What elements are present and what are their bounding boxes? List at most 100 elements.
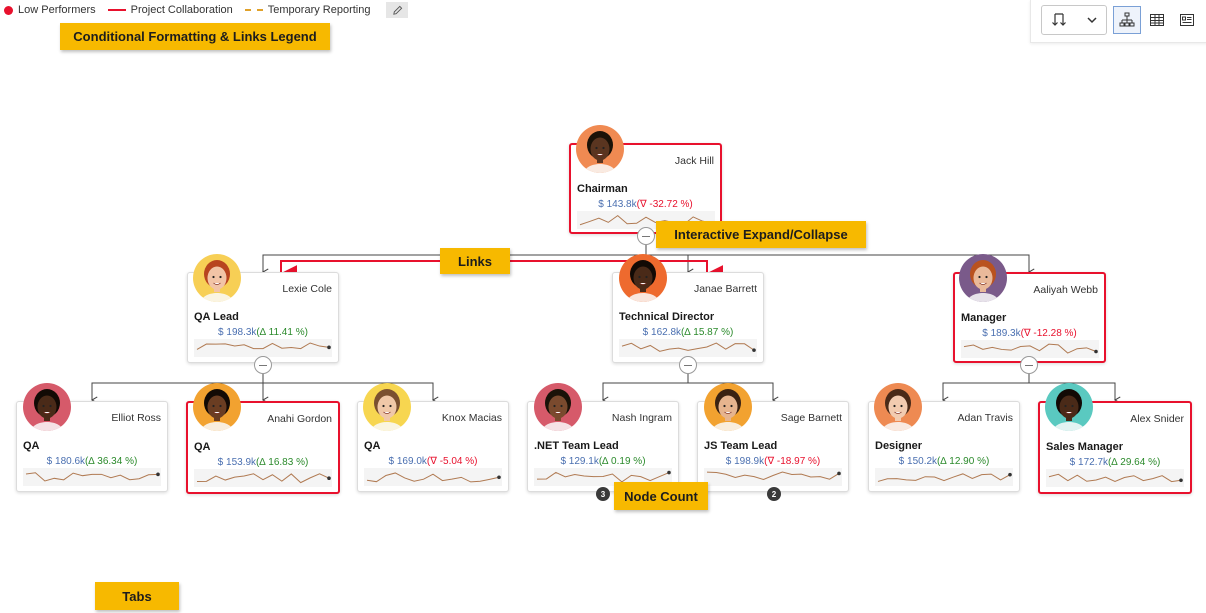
node-count-badge[interactable]: 3	[596, 487, 610, 501]
sparkline	[704, 468, 842, 486]
node-name: Nash Ingram	[611, 412, 672, 424]
sparkline-endpoint	[327, 476, 331, 480]
metric-delta: (∇ -5.04 %)	[426, 456, 478, 467]
metric-delta: (∇ -32.72 %)	[636, 199, 693, 210]
metric-delta: (∆ 29.64 %)	[1108, 457, 1161, 468]
sparkline	[1046, 469, 1184, 487]
callout-expand-collapse: Interactive Expand/Collapse	[656, 221, 866, 248]
legend-temporary-reporting: Temporary Reporting	[244, 4, 371, 16]
callout-node-count: Node Count	[614, 482, 708, 510]
sparkline	[875, 468, 1013, 486]
solid-line-icon	[107, 9, 126, 11]
node-name: Sage Barnett	[780, 412, 842, 424]
sparkline-endpoint	[837, 471, 841, 476]
table-icon	[1150, 14, 1164, 26]
pencil-icon	[393, 5, 403, 15]
sparkline-endpoint	[156, 472, 160, 477]
sparkline	[364, 468, 502, 486]
node-role: Manager	[961, 312, 1007, 324]
person-icon	[201, 389, 233, 431]
sparkline-path	[25, 472, 159, 482]
legend-label: Low Performers	[18, 4, 96, 16]
collapse-toggle-janae-barrett[interactable]	[679, 356, 697, 374]
node-name: Lexie Cole	[282, 283, 332, 295]
collapse-toggle-aaliyah-webb[interactable]	[1020, 356, 1038, 374]
node-metric: $ 180.6k(∆ 36.34 %)	[17, 456, 167, 467]
node-name: Elliot Ross	[111, 412, 161, 424]
sparkline-path	[366, 472, 500, 483]
card-view-icon	[1180, 14, 1194, 26]
person-icon	[882, 389, 914, 431]
red-dot-icon	[4, 5, 13, 15]
sparkline-path	[706, 471, 840, 481]
metric-value: $ 150.2k	[898, 456, 938, 467]
metric-delta: (∆ 11.41 %)	[256, 327, 308, 338]
sparkline-path	[877, 473, 1011, 482]
edit-legend-button[interactable]	[386, 2, 409, 18]
person-icon	[584, 131, 616, 173]
person-icon	[967, 260, 999, 302]
sparkline-endpoint	[667, 470, 671, 475]
node-role: Sales Manager	[1046, 441, 1124, 453]
sparkline	[619, 339, 757, 357]
node-metric: $ 189.3k(∇ -12.28 %)	[955, 328, 1104, 339]
avatar	[1045, 383, 1093, 431]
callout-tabs: Tabs	[95, 582, 179, 610]
node-role: Technical Director	[619, 311, 715, 323]
metric-delta: (∇ -18.97 %)	[764, 456, 821, 467]
dashed-line-icon	[244, 9, 263, 11]
legend: Low Performers Project Collaboration Tem…	[4, 2, 409, 18]
node-count-badge[interactable]: 2	[767, 487, 781, 501]
metric-delta: (∇ -12.28 %)	[1020, 328, 1077, 339]
callout-legend: Conditional Formatting & Links Legend	[60, 23, 330, 50]
node-metric: $ 172.7k(∆ 29.64 %)	[1040, 457, 1190, 468]
node-card-adan-travis[interactable]: Adan Travis Designer $ 150.2k(∆ 12.90 %)	[868, 401, 1020, 492]
node-card-aaliyah-webb[interactable]: Aaliyah Webb Manager $ 189.3k(∇ -12.28 %…	[953, 272, 1106, 363]
node-name: Alex Snider	[1130, 413, 1184, 425]
node-metric: $ 198.3k(∆ 11.41 %)	[188, 327, 338, 338]
node-metric: $ 162.8k(∆ 15.87 %)	[613, 327, 763, 338]
node-card-alex-snider[interactable]: Alex Snider Sales Manager $ 172.7k(∆ 29.…	[1038, 401, 1192, 494]
node-role: QA	[364, 440, 381, 452]
collapse-toggle-jack-hill[interactable]	[637, 227, 655, 245]
metric-value: $ 180.6k	[46, 456, 86, 467]
collapse-toggle-lexie-cole[interactable]	[254, 356, 272, 374]
sparkline-path	[196, 473, 330, 484]
avatar	[704, 383, 752, 431]
person-icon	[1053, 389, 1085, 431]
metric-delta: (∆ 12.90 %)	[937, 456, 990, 467]
metric-value: $ 172.7k	[1069, 457, 1109, 468]
node-role: .NET Team Lead	[534, 440, 619, 452]
legend-label: Temporary Reporting	[267, 4, 371, 16]
metric-delta: (∆ 36.34 %)	[85, 456, 138, 467]
avatar	[363, 383, 411, 431]
metric-value: $ 162.8k	[642, 327, 682, 338]
metric-delta: (∆ 15.87 %)	[681, 327, 734, 338]
metric-value: $ 198.9k	[725, 456, 765, 467]
table-view-button[interactable]	[1143, 6, 1171, 34]
legend-project-collaboration: Project Collaboration	[107, 4, 233, 16]
org-chart-view-button[interactable]	[1113, 6, 1141, 34]
node-role: QA Lead	[194, 311, 239, 323]
card-view-button[interactable]	[1173, 6, 1201, 34]
node-role: Chairman	[577, 183, 628, 195]
metric-value: $ 143.8k	[598, 199, 637, 210]
person-icon	[201, 260, 233, 302]
node-name: Janae Barrett	[693, 283, 757, 295]
node-role: JS Team Lead	[704, 440, 778, 452]
sparkline-path	[196, 342, 330, 350]
sparkline-endpoint	[327, 345, 331, 350]
avatar	[576, 125, 624, 173]
sparkline-endpoint	[752, 348, 756, 352]
sort-dropdown[interactable]	[1041, 5, 1107, 35]
sparkline	[534, 468, 672, 486]
node-name: Anahi Gordon	[267, 413, 332, 425]
node-name: Aaliyah Webb	[1033, 284, 1098, 296]
node-name: Knox Macias	[441, 412, 502, 424]
avatar	[193, 383, 241, 431]
sparkline-endpoint	[497, 475, 501, 480]
node-name: Adan Travis	[957, 412, 1013, 424]
sparkline-endpoint	[1094, 349, 1098, 354]
metric-value: $ 189.3k	[982, 328, 1021, 339]
metric-value: $ 169.0k	[388, 456, 427, 467]
